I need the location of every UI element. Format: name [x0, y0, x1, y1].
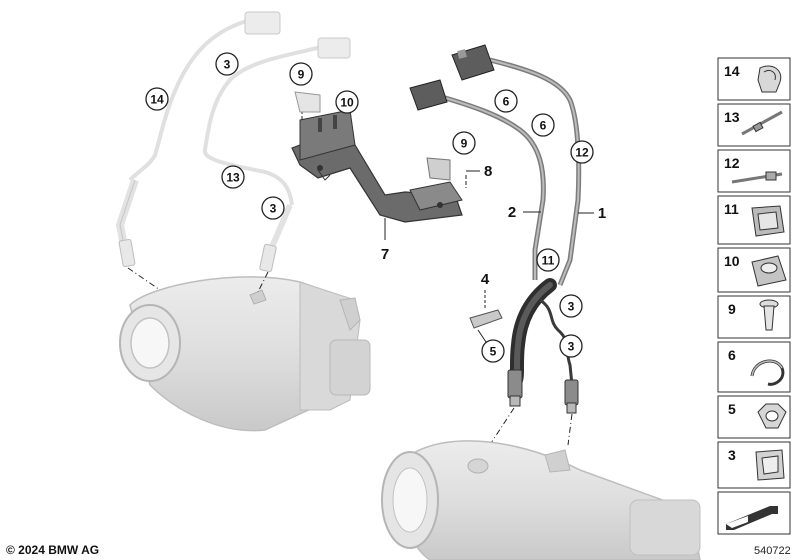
- connector-left-2: [317, 37, 351, 59]
- legend-row[interactable]: 6: [717, 341, 791, 393]
- callout-12: 12: [570, 140, 594, 164]
- legend-footer[interactable]: [717, 491, 791, 535]
- svg-text:5: 5: [490, 345, 497, 359]
- svg-text:14: 14: [724, 63, 740, 79]
- callout-5: 5: [477, 329, 505, 363]
- legend-row[interactable]: 3: [717, 441, 791, 489]
- legend-row[interactable]: 11: [717, 195, 791, 245]
- svg-text:7: 7: [381, 246, 389, 263]
- parts-legend: 14 13 12 11: [717, 57, 791, 535]
- svg-text:12: 12: [575, 146, 589, 160]
- bracket-clip-10: [294, 91, 321, 113]
- svg-text:8: 8: [484, 163, 492, 180]
- svg-text:11: 11: [542, 254, 555, 268]
- bracket-clip-icon: [751, 205, 785, 237]
- svg-text:1: 1: [598, 205, 606, 222]
- svg-text:3: 3: [568, 300, 575, 314]
- svg-text:12: 12: [724, 155, 740, 171]
- callout-3-r1: 3: [559, 294, 583, 318]
- callout-13: 13: [221, 165, 245, 189]
- harness-14: [128, 18, 251, 182]
- legend-row[interactable]: 9: [717, 295, 791, 339]
- connector-left-1: [244, 11, 281, 35]
- callout-10: 10: [335, 90, 359, 114]
- svg-text:3: 3: [224, 58, 231, 72]
- callout-9-mid: 9: [452, 131, 476, 155]
- legend-row[interactable]: 14: [717, 57, 791, 101]
- svg-text:3: 3: [728, 447, 736, 463]
- svg-text:11: 11: [724, 201, 739, 217]
- svg-text:4: 4: [481, 271, 490, 288]
- copyright-text: © 2024 BMW AG: [6, 543, 99, 557]
- cable-tie-icon: [741, 110, 783, 136]
- callout-8: 8: [466, 163, 492, 180]
- hose-clip-icon: [750, 359, 785, 386]
- svg-text:6: 6: [503, 95, 510, 109]
- svg-text:5: 5: [728, 401, 736, 417]
- sensor-probe-right-2: [564, 379, 579, 414]
- callout-7: 7: [381, 218, 389, 263]
- sensor-probe-right-1: [507, 369, 523, 407]
- svg-text:6: 6: [728, 347, 736, 363]
- part-4-clip: [469, 309, 503, 329]
- bracket-plate-8: [426, 157, 451, 181]
- svg-text:9: 9: [298, 68, 305, 82]
- callout-2: 2: [508, 204, 541, 221]
- svg-text:9: 9: [728, 301, 736, 317]
- svg-text:2: 2: [508, 204, 516, 221]
- callout-3-left: 3: [261, 196, 285, 220]
- bracket-clip-icon: [751, 255, 787, 287]
- callout-6-b: 6: [531, 113, 555, 137]
- sensor-left-1: [115, 178, 139, 268]
- clip-nut-icon: [755, 449, 785, 481]
- svg-text:13: 13: [226, 171, 240, 185]
- callout-1: 1: [578, 205, 606, 222]
- callout-4: 4: [481, 271, 490, 288]
- svg-text:10: 10: [340, 96, 354, 110]
- connector-right-1: [451, 44, 495, 81]
- svg-text:6: 6: [540, 119, 547, 133]
- bracket-7: [291, 109, 463, 223]
- legend-row[interactable]: 10: [717, 247, 791, 293]
- cable-tie-icon: [731, 171, 783, 184]
- rivet-icon: [759, 299, 779, 331]
- sensor-cable-1: [489, 57, 582, 286]
- svg-text:10: 10: [724, 253, 740, 269]
- catalyst-right: [381, 440, 701, 560]
- harness-13: [203, 43, 331, 206]
- svg-text:14: 14: [150, 93, 164, 107]
- legend-row[interactable]: 5: [717, 395, 791, 439]
- hex-nut-icon: [757, 403, 787, 429]
- svg-text:3: 3: [270, 202, 277, 216]
- diagram-number: 540722: [754, 545, 791, 557]
- callout-14: 14: [145, 87, 169, 111]
- callout-11: 11: [536, 248, 560, 272]
- svg-text:9: 9: [461, 137, 468, 151]
- svg-text:3: 3: [568, 340, 575, 354]
- sensor-cable-2: [434, 92, 546, 280]
- callout-9-top: 9: [289, 62, 313, 86]
- legend-row[interactable]: 12: [717, 149, 791, 193]
- callout-3-top: 3: [215, 52, 239, 76]
- sensor-left-2: [259, 203, 293, 273]
- callout-6-a: 6: [494, 89, 518, 113]
- clip-icon: [757, 65, 782, 93]
- svg-text:13: 13: [724, 109, 740, 125]
- arrow-icon: [726, 506, 778, 530]
- catalyst-left: [119, 276, 371, 432]
- legend-row[interactable]: 13: [717, 103, 791, 147]
- connector-right-2: [409, 79, 448, 111]
- callout-3-r2: 3: [559, 334, 583, 358]
